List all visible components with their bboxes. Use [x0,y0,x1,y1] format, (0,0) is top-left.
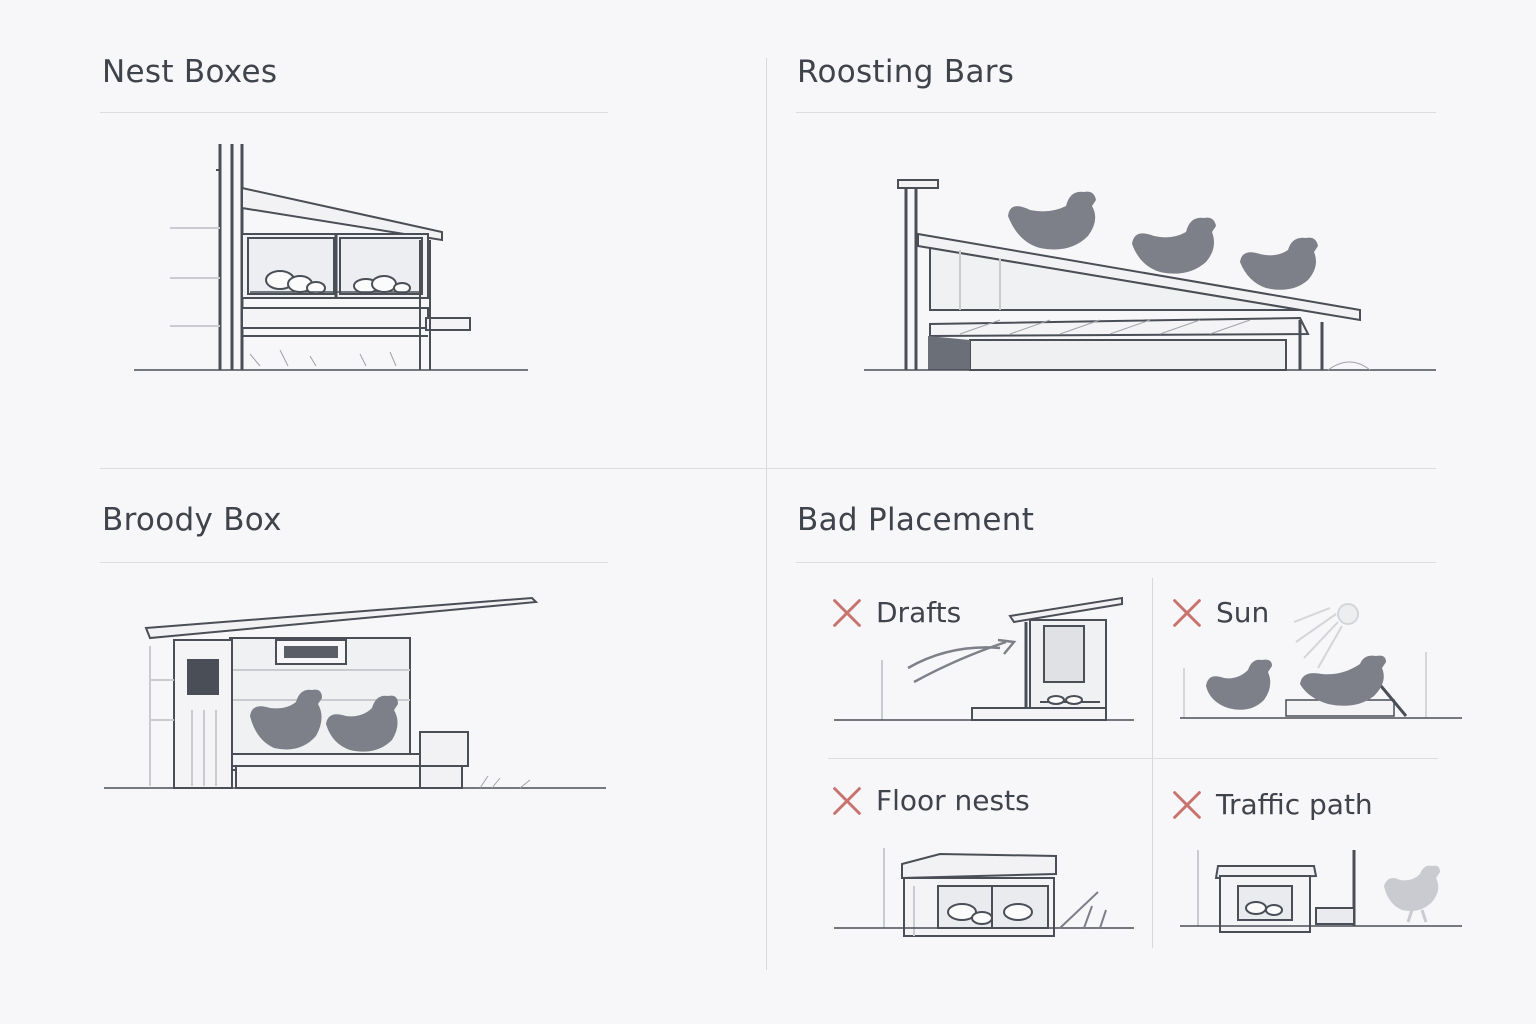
floor-nests-illustration [830,842,1140,942]
bad-placement-underline [796,562,1436,563]
center-vertical-divider [766,58,767,970]
bad-placement-inner-vertical [1152,578,1153,948]
nest-boxes-illustration [130,140,550,380]
bad-placement-title: Bad Placement [797,502,1034,538]
bad-placement-inner-horizontal [828,758,1438,759]
center-horizontal-divider [100,468,1436,469]
traffic-path-illustration [1176,846,1466,942]
sun-illustration [1176,592,1466,726]
bad-item-label: Floor nests [876,784,1030,817]
bad-item-traffic-path: Traffic path [1172,788,1373,821]
x-icon [832,786,862,816]
nest-boxes-title: Nest Boxes [102,54,277,90]
drafts-illustration [830,590,1140,724]
broody-box-underline [100,562,608,563]
nest-boxes-underline [100,112,608,113]
broody-box-illustration [100,590,620,800]
sun-icon [1294,604,1358,668]
roosting-bars-title: Roosting Bars [797,54,1014,90]
x-icon [1172,790,1202,820]
roosting-bars-illustration [860,170,1440,380]
broody-box-title: Broody Box [102,502,282,538]
bad-item-floor-nests: Floor nests [832,784,1030,817]
roosting-bars-underline [796,112,1436,113]
bad-item-label: Traffic path [1216,788,1373,821]
